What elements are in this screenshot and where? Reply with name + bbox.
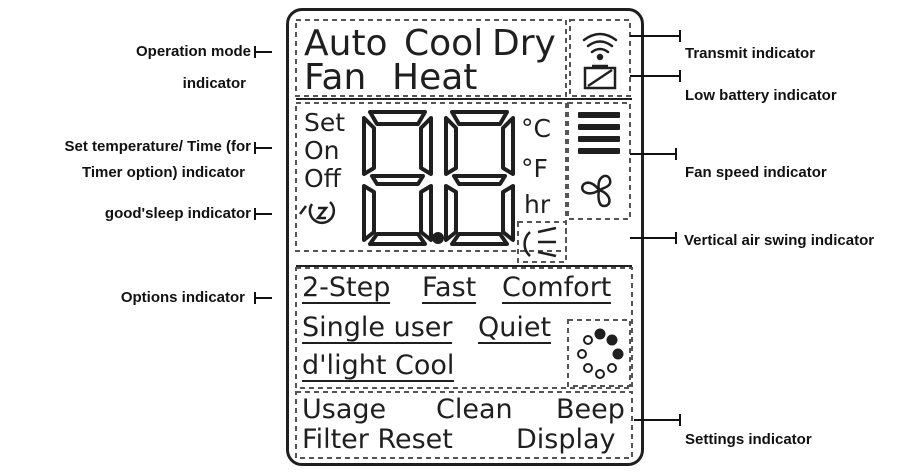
callout-good-sleep: good'sleep indicator bbox=[104, 205, 251, 222]
mode-dry: Dry bbox=[492, 23, 556, 64]
decimal-point bbox=[432, 232, 444, 244]
callout-vertical-swing: Vertical air swing indicator bbox=[684, 232, 875, 249]
unit-hour: hr bbox=[524, 190, 551, 219]
operation-mode-box bbox=[295, 19, 567, 97]
callout-transmit: Transmit indicator bbox=[685, 45, 816, 62]
sleep-clock-icon bbox=[299, 201, 336, 225]
label-set: Set bbox=[304, 108, 346, 137]
setting-usage: Usage bbox=[302, 394, 387, 425]
label-on: On bbox=[304, 136, 340, 165]
unit-fahrenheit: °F bbox=[521, 154, 548, 183]
setting-display: Display bbox=[516, 424, 616, 455]
wifi-transmit-icon bbox=[582, 32, 618, 61]
callout-low-battery: Low battery indicator bbox=[685, 87, 837, 104]
setting-filter-reset: Filter Reset bbox=[302, 424, 453, 455]
option-2-step: 2-Step bbox=[302, 272, 391, 304]
callout-operation-mode-line2: indicator bbox=[182, 75, 246, 92]
options-box bbox=[295, 267, 633, 389]
option-quiet: Quiet bbox=[478, 312, 552, 344]
swing-box bbox=[517, 221, 567, 263]
callout-set-temperature: Set temperature/ Time (for bbox=[64, 138, 251, 155]
seven-segment-digits bbox=[362, 110, 515, 246]
setting-beep: Beep bbox=[556, 394, 625, 425]
settings-box bbox=[295, 391, 633, 459]
callout-settings: Settings indicator bbox=[685, 431, 812, 448]
mode-cool: Cool bbox=[404, 23, 484, 64]
setting-clean: Clean bbox=[436, 394, 513, 425]
spinner-dots-icon bbox=[577, 328, 624, 379]
option-comfort: Comfort bbox=[502, 272, 612, 304]
fan-speed-bars-icon bbox=[578, 112, 620, 154]
mode-heat: Heat bbox=[392, 57, 478, 98]
mode-auto: Auto bbox=[304, 23, 388, 64]
callout-options: Options indicator bbox=[120, 289, 245, 306]
transmit-battery-box bbox=[569, 19, 631, 97]
callout-fan-speed: Fan speed indicator bbox=[685, 164, 827, 181]
option-fast: Fast bbox=[422, 272, 477, 304]
callout-set-temperature-line2: Timer option) indicator bbox=[81, 164, 245, 181]
battery-low-icon bbox=[583, 64, 617, 90]
label-off: Off bbox=[304, 164, 341, 193]
set-temp-box bbox=[295, 102, 567, 252]
fan-icon bbox=[581, 174, 612, 208]
fan-speed-box bbox=[567, 102, 631, 220]
spinner-box bbox=[567, 319, 631, 387]
callout-operation-mode: Operation mode bbox=[135, 43, 251, 60]
air-swing-icon bbox=[523, 226, 557, 258]
option-single-user: Single user bbox=[302, 312, 453, 344]
option-dlight-cool: d'light Cool bbox=[302, 350, 455, 382]
unit-celsius: °C bbox=[521, 114, 551, 143]
mode-fan: Fan bbox=[304, 57, 367, 98]
